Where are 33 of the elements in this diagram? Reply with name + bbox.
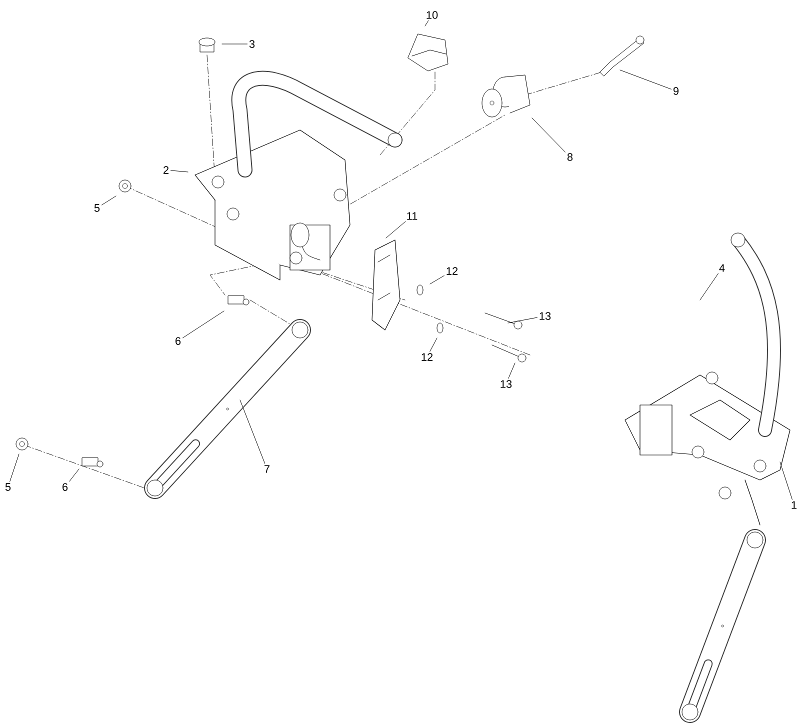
callout-number: 13 (500, 380, 512, 388)
callout-number: 6 (62, 483, 68, 491)
leader-line (620, 70, 672, 90)
leader-line (170, 170, 188, 172)
callout-number: 5 (5, 483, 11, 491)
leader-line (102, 196, 116, 206)
leader-line (508, 362, 516, 379)
leader-line (386, 221, 406, 238)
leader-line (424, 20, 429, 26)
callout-number: 5 (94, 204, 100, 212)
leader-line (700, 273, 718, 300)
callout-number: 3 (249, 40, 255, 48)
callout-number: 10 (426, 11, 438, 19)
leader-line (532, 118, 566, 152)
leader-line (430, 338, 438, 352)
leader-line (240, 400, 266, 464)
callout-number: 7 (264, 465, 270, 473)
callout-number: 8 (567, 153, 573, 161)
leader-line (430, 275, 444, 284)
leader-line (69, 468, 80, 482)
leader-line (10, 454, 20, 482)
leader-line (182, 310, 224, 338)
callout-number: 12 (422, 353, 433, 361)
leader-line (780, 462, 792, 500)
leader-line (508, 317, 538, 324)
callout-number: 12 (446, 267, 458, 275)
callout-number: 9 (673, 87, 679, 95)
callout-number: 13 (540, 312, 551, 320)
callout-number: 1 (792, 501, 797, 509)
callout-number: 6 (176, 337, 181, 345)
callout-number: 4 (719, 264, 725, 272)
callout-number: 2 (164, 166, 168, 174)
callout-number: 11 (407, 212, 418, 220)
